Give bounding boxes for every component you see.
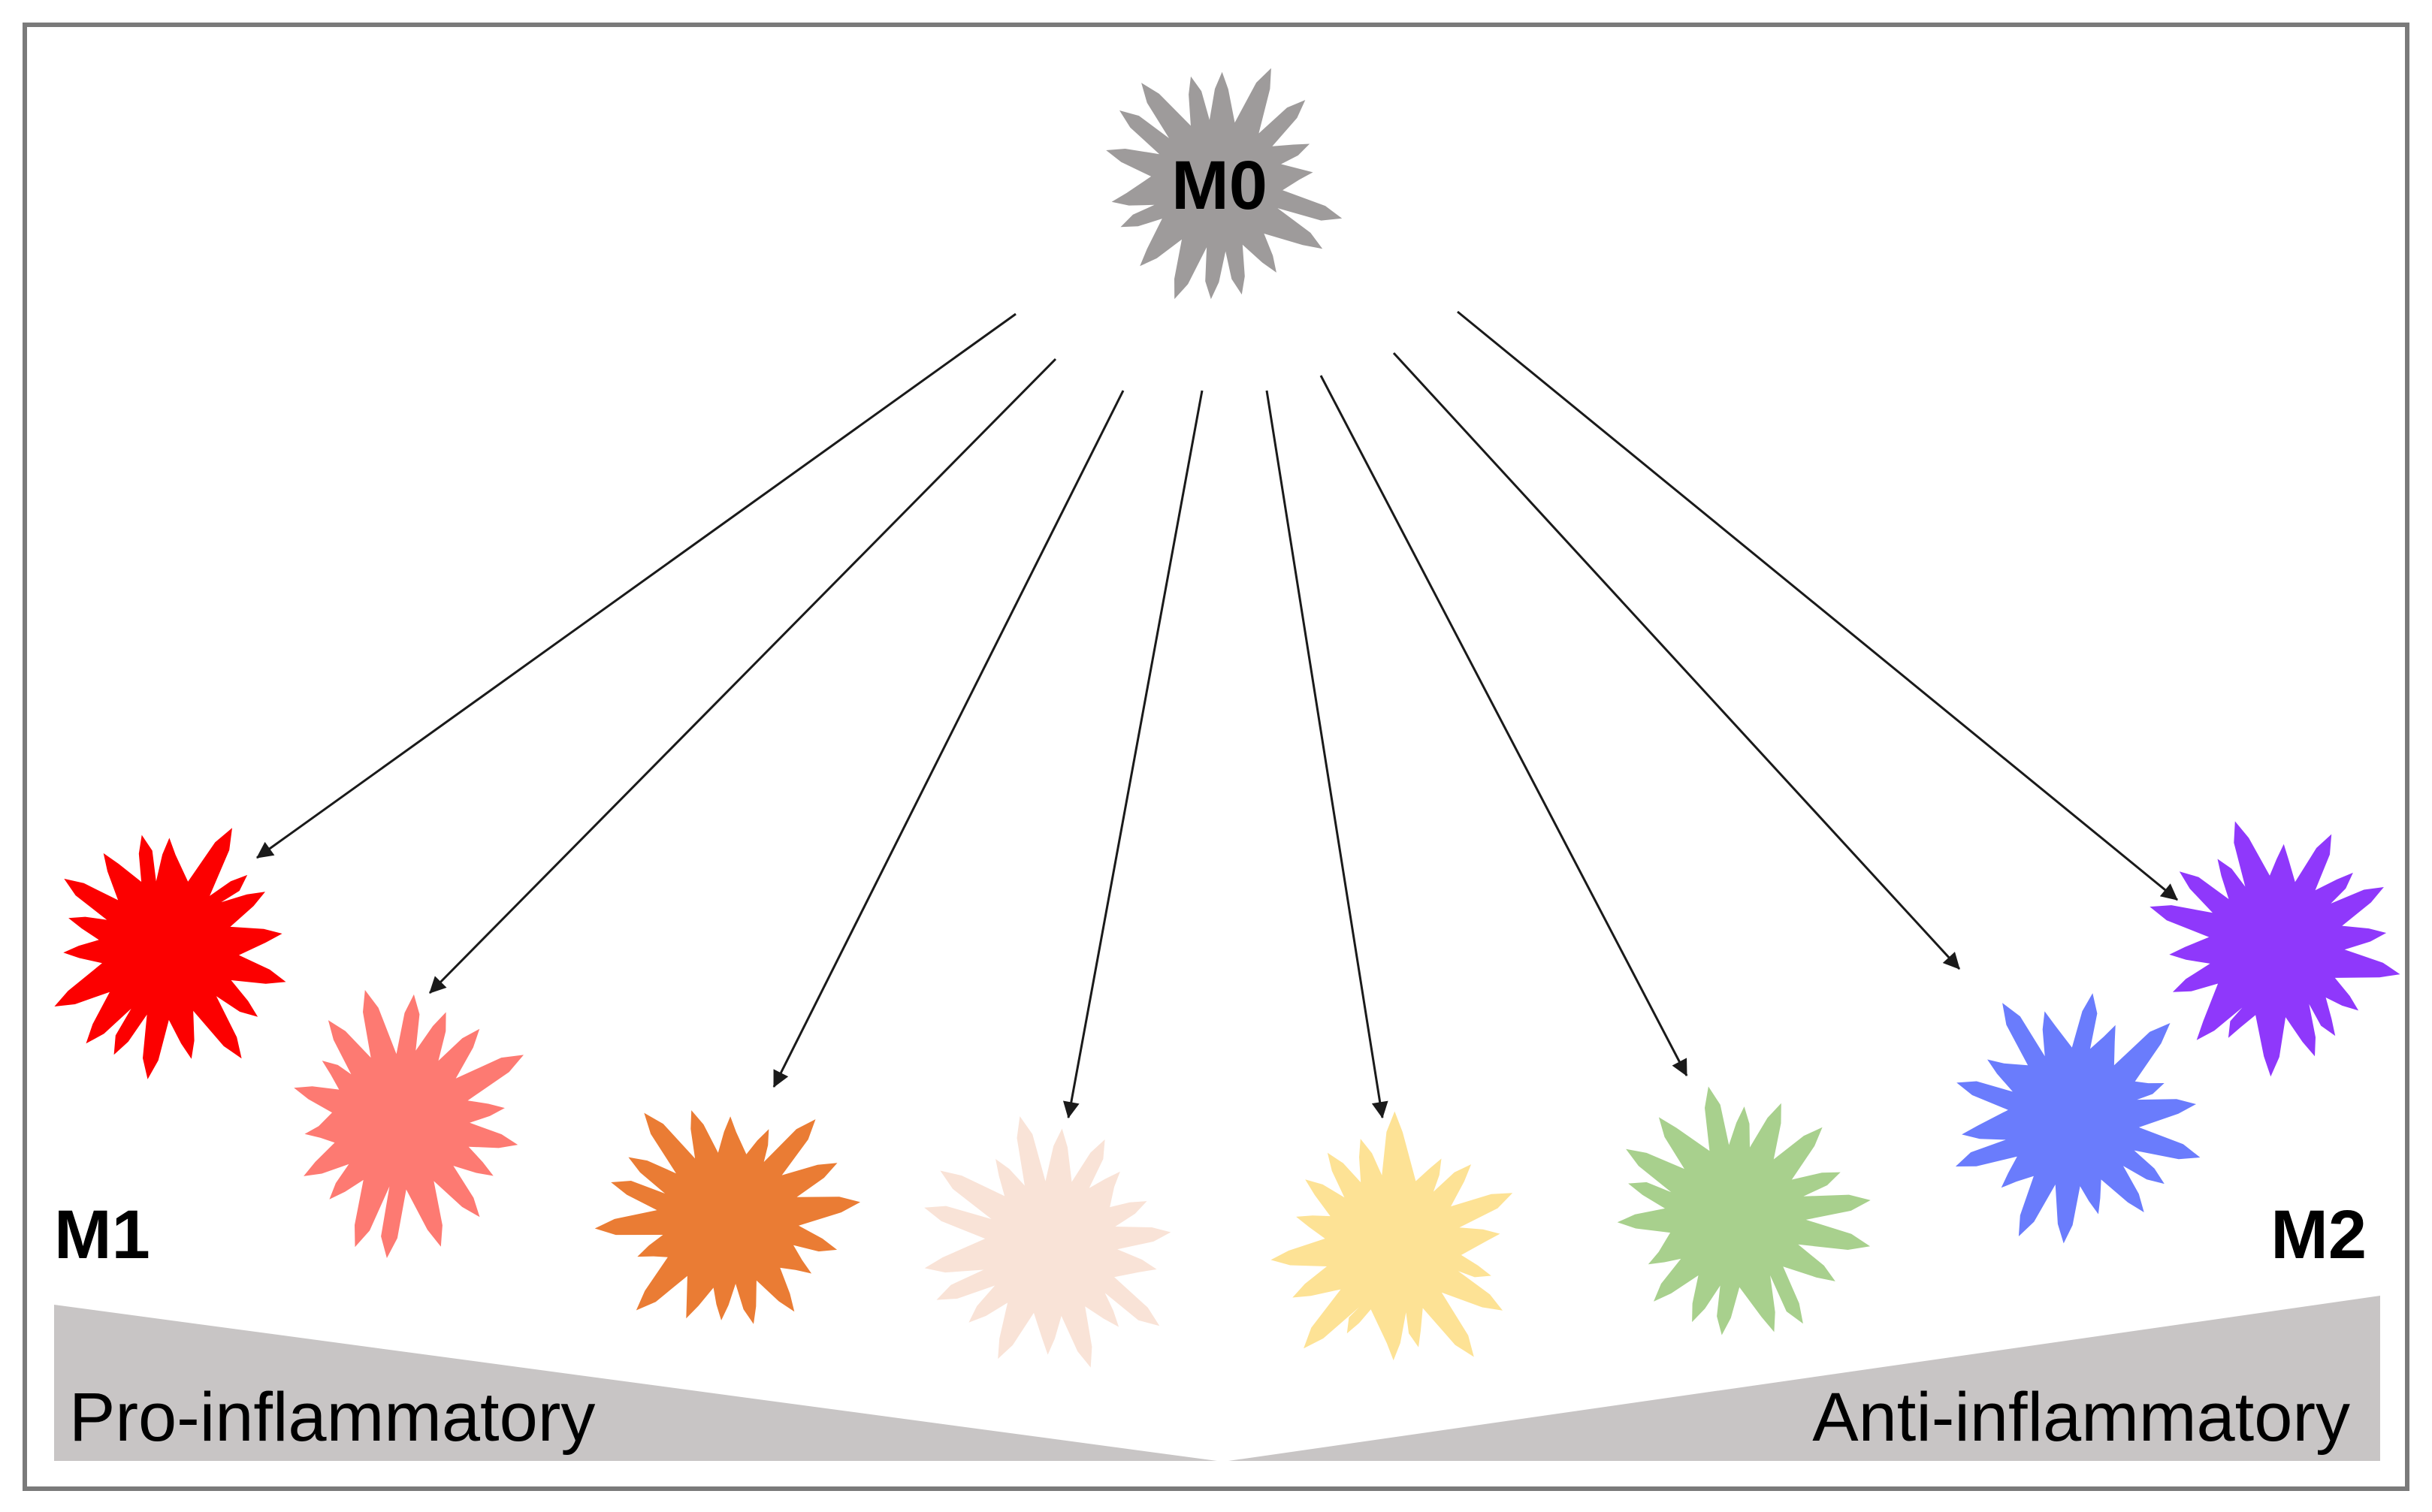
m1-label: M1: [54, 1197, 150, 1273]
intermediate-cell-5: [1617, 1086, 1871, 1335]
m2-label: M2: [2270, 1197, 2367, 1273]
m0-macrophage-cell: [1106, 68, 1343, 300]
m2-macrophage-cell: [2150, 821, 2400, 1077]
polarization-arrow: [1457, 310, 2178, 901]
polarization-arrow: [428, 358, 1057, 994]
intermediate-cell-1: [294, 990, 524, 1258]
polarization-arrow: [1392, 352, 1961, 970]
pro-inflammatory-label: Pro-inflammatory: [69, 1379, 595, 1456]
macrophage-cells: [54, 68, 2400, 1368]
intermediate-cell-3: [924, 1116, 1171, 1368]
anti-inflammatory-wedge: [1228, 1296, 2380, 1461]
intermediate-cell-4: [1270, 1111, 1513, 1361]
intermediate-cell-6: [1955, 993, 2201, 1244]
polarization-arrow: [772, 390, 1125, 1088]
m1-macrophage-cell: [54, 828, 286, 1079]
polarization-arrow: [256, 312, 1017, 859]
polarization-arrow: [1062, 390, 1204, 1119]
anti-inflammatory-label: Anti-inflammatory: [1812, 1379, 2350, 1456]
polarization-arrow: [1265, 390, 1388, 1119]
polarization-arrows: [256, 310, 2178, 1119]
pro-inflammatory-wedge: [54, 1305, 1217, 1461]
polarization-arrow: [1319, 375, 1688, 1076]
intermediate-cell-2: [594, 1110, 860, 1324]
m0-label: M0: [1171, 147, 1267, 224]
